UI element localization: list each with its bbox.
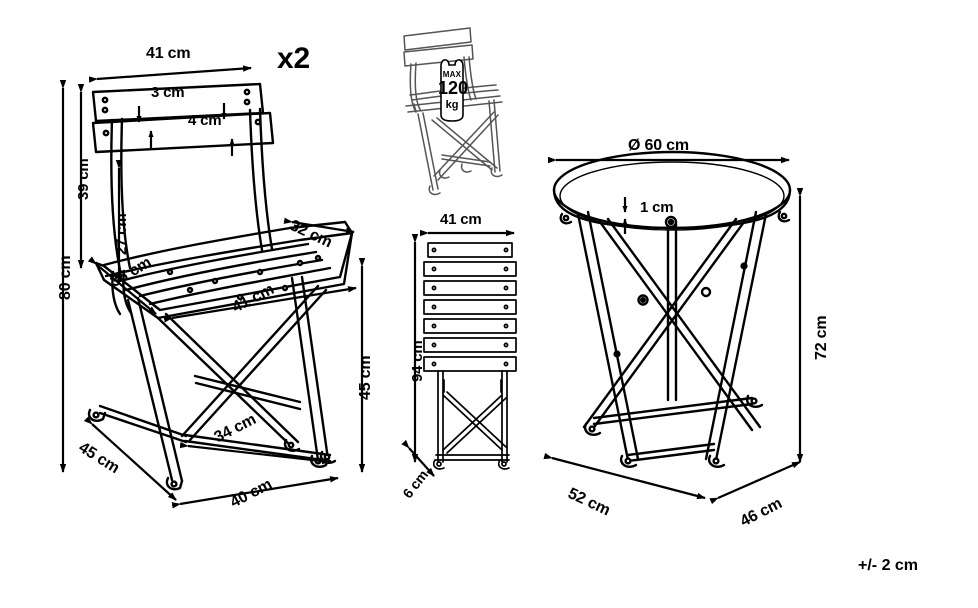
quantity-badge: x2: [277, 42, 310, 75]
folded-chair-height-label: 94 cm: [409, 340, 426, 382]
max-load-badge-shape: [440, 59, 464, 122]
table-height-label: 72 cm: [813, 315, 830, 360]
table-top-thickness-label: 1 cm: [640, 199, 674, 216]
chair-load-illustration: [403, 27, 503, 196]
max-load-unit-label: kg: [445, 99, 459, 111]
max-load-value-label: 120: [438, 78, 469, 98]
chair-lower-slat-height-label: 4 cm: [188, 112, 222, 129]
table-diameter-label: Ø 60 cm: [628, 137, 689, 154]
tolerance-note: +/- 2 cm: [858, 557, 919, 574]
chair-seat-height-label: 45 cm: [357, 355, 374, 400]
max-load-max-label: MAX: [442, 70, 462, 79]
table-outline: [552, 150, 792, 469]
chair-width-label: 41 cm: [146, 45, 191, 62]
chair-folded-outline: [423, 242, 517, 470]
chair-overall-height-label: 80 cm: [57, 255, 74, 300]
chair-backrest-inner-height-label: 27 cm: [113, 213, 130, 255]
chair-top-slat-height-label: 3 cm: [151, 84, 185, 101]
chair-backrest-height-label: 39 cm: [75, 158, 92, 200]
folded-chair-width-label: 41 cm: [440, 211, 482, 228]
dimension-arrows: [59, 65, 804, 509]
